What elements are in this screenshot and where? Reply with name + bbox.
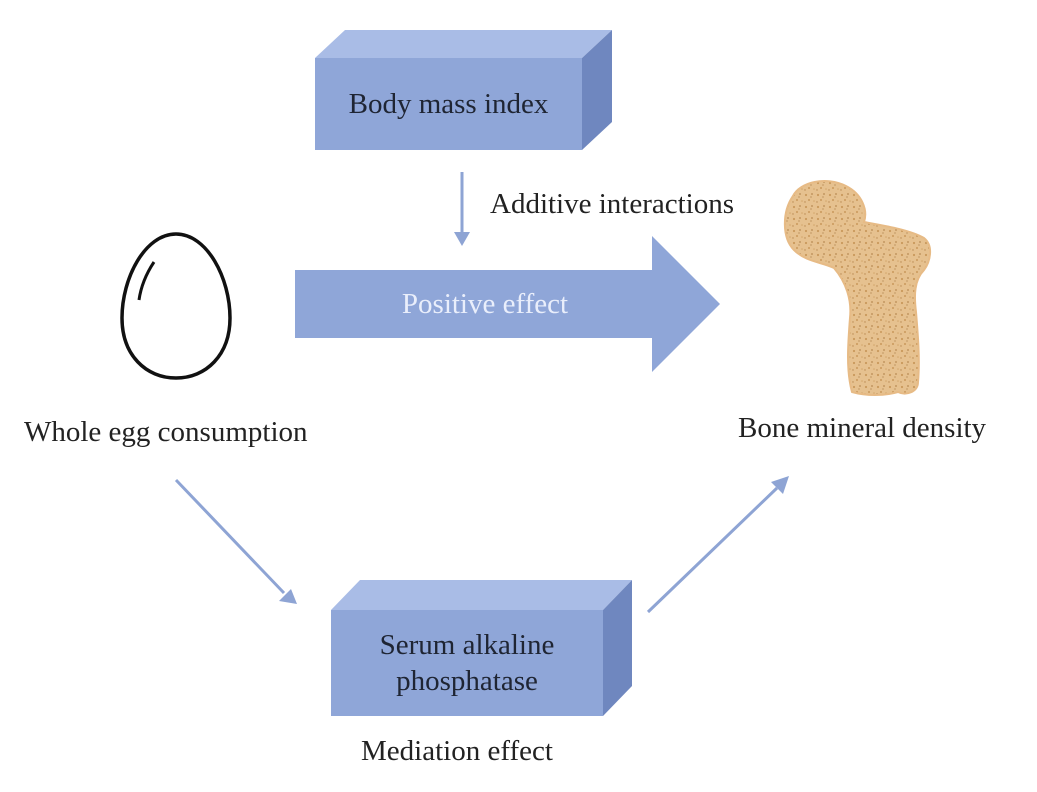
mediation-effect-label: Mediation effect: [361, 735, 553, 767]
egg-to-alp-arrow: [174, 478, 297, 604]
bmi-box-front-face: [315, 58, 582, 150]
alp-box-label-line1: Serum alkaline: [379, 628, 555, 661]
bone-mineral-density-label: Bone mineral density: [738, 412, 987, 444]
alp-box-label-line2: phosphatase: [396, 665, 538, 697]
alp-box-top-face: [331, 580, 632, 610]
body-mass-index-box: [315, 30, 612, 150]
whole-egg-consumption-label: Whole egg consumption: [24, 416, 308, 448]
bmi-box-top-face: [315, 30, 612, 58]
alp-to-bmd-arrow: [646, 476, 789, 614]
femur-bone-icon: [783, 180, 931, 396]
positive-effect-arrow: [295, 236, 720, 372]
egg-icon: [120, 232, 232, 380]
serum-alkaline-phosphatase-box: [331, 580, 632, 716]
positive-effect-label: Positive effect: [401, 287, 569, 320]
additive-interactions-label: Additive interactions: [490, 188, 735, 220]
alp-box-label: Serum alkaline phosphatase: [331, 610, 603, 716]
bmi-box-label: Body mass index: [348, 87, 549, 120]
bmi-box-side-face: [582, 30, 612, 150]
alp-box-front-face: [331, 610, 603, 716]
additive-interaction-arrow: [454, 172, 470, 246]
alp-box-side-face: [603, 580, 632, 716]
